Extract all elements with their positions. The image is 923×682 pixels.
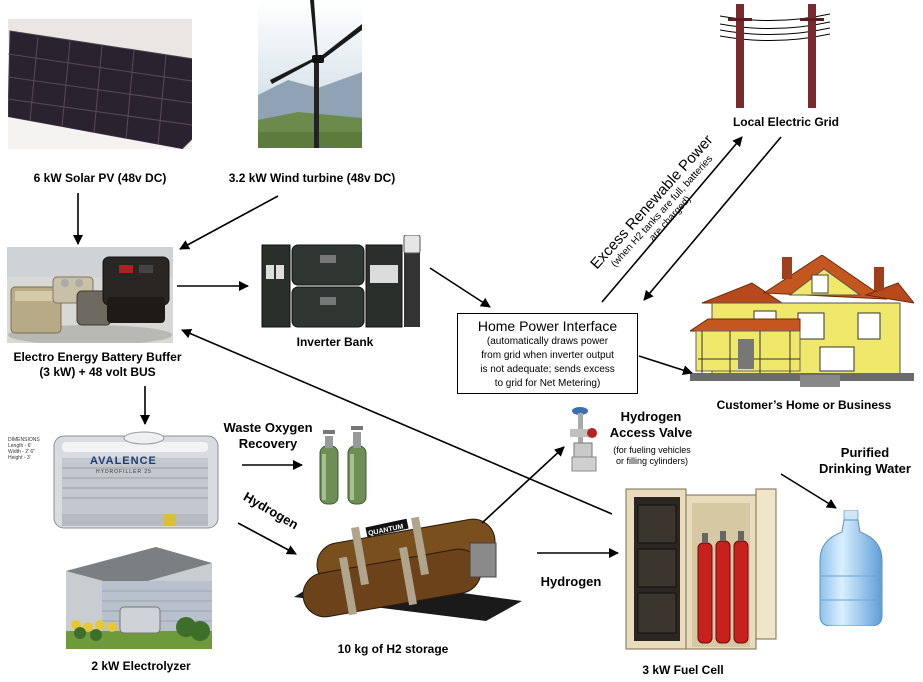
fuel-cell-image bbox=[620, 485, 780, 651]
hydrogen-valve-image bbox=[566, 405, 604, 475]
power-lines-image bbox=[719, 4, 831, 108]
solar-pv-label: 6 kW Solar PV (48v DC) bbox=[33, 171, 167, 185]
arrow-inverter-to-interface bbox=[429, 267, 491, 308]
inverter-bank-image bbox=[256, 234, 426, 331]
electrolyzer-label: 2 kW Electrolyzer bbox=[91, 659, 191, 673]
electrolyzer-unit-image bbox=[44, 428, 228, 532]
h2-storage-label: 10 kg of H2 storage bbox=[337, 642, 449, 656]
oxygen-recovery-label: Waste Oxygen Recovery bbox=[223, 420, 313, 451]
electrolyzer-site-image bbox=[66, 547, 212, 649]
interface-desc-1: (automatically draws power bbox=[486, 336, 609, 347]
arrow-water-out bbox=[780, 473, 837, 509]
arrow-grid-to-interface bbox=[643, 136, 782, 301]
interface-desc-3: is not adequate; sends excess bbox=[480, 364, 615, 375]
battery-image bbox=[7, 247, 173, 345]
hydrogen-flow-label: Hydrogen bbox=[540, 574, 602, 589]
solar-pv-image bbox=[7, 19, 195, 150]
arrow-wind-to-battery bbox=[179, 195, 279, 250]
home-label: Customer’s Home or Business bbox=[716, 398, 892, 412]
arrow-fuelcell-to-battery bbox=[181, 328, 613, 515]
grid-label: Local Electric Grid bbox=[732, 115, 840, 129]
h2-storage-image bbox=[286, 513, 524, 629]
interface-desc-2: from grid when inverter output bbox=[481, 350, 614, 361]
electrolyzer-model: HYDROFILLER 25 bbox=[96, 469, 152, 475]
house-image bbox=[688, 254, 916, 390]
oxygen-cylinders-image bbox=[314, 426, 376, 506]
hydrogen-valve-label: Hydrogen Access Valve bbox=[609, 409, 693, 440]
electrolyzer-dimensions: DIMENSIONS Length - 6' Width - 2' 6" Hei… bbox=[8, 437, 40, 461]
arrow-storage-to-valve bbox=[481, 446, 565, 524]
water-jug-image bbox=[818, 509, 884, 627]
arrow-electrolyzer-to-storage bbox=[237, 522, 297, 555]
interface-desc-4: to grid for Net Metering) bbox=[494, 378, 601, 389]
drinking-water-label: Purified Drinking Water bbox=[819, 445, 911, 476]
arrow-interface-to-home bbox=[638, 355, 693, 376]
inverter-label: Inverter Bank bbox=[296, 335, 374, 349]
fuel-cell-label: 3 kW Fuel Cell bbox=[642, 663, 724, 677]
wind-turbine-label: 3.2 kW Wind turbine (48v DC) bbox=[228, 171, 396, 185]
battery-label: Electro Energy Battery Buffer (3 kW) + 4… bbox=[13, 350, 182, 379]
interface-title: Home Power Interface bbox=[477, 318, 618, 334]
wind-turbine-image bbox=[258, 0, 362, 148]
electrolyzer-brand: AVALENCE bbox=[90, 455, 157, 467]
arrow-interface-to-grid bbox=[601, 136, 743, 303]
home-power-interface: Home Power Interface (automatically draw… bbox=[457, 313, 638, 394]
hydrogen-valve-sub: (for fueling vehicles or filling cylinde… bbox=[613, 445, 691, 466]
